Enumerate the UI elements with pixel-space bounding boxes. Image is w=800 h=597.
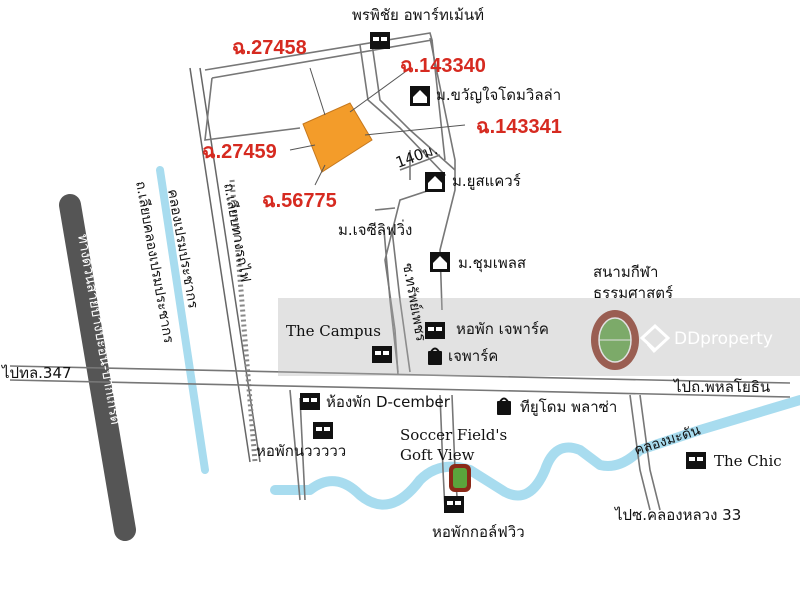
label-pornpichai: พรพิชัย อพาร์ทเม้นท์ — [352, 6, 484, 24]
label-soccer-1: Soccer Field's — [400, 426, 507, 444]
watermark-logo-icon — [639, 323, 671, 353]
watermark-text: DDproperty — [674, 329, 773, 349]
hotel-icon — [370, 32, 390, 49]
hotel-icon — [686, 452, 706, 469]
hotel-icon — [300, 393, 320, 410]
label-yudome: ทียูโดม พลาซ่า — [520, 398, 617, 416]
label-thechic: The Chic — [714, 452, 782, 470]
label-nawawa: หอพักนววววว — [256, 442, 346, 460]
soccer-field-icon — [449, 464, 471, 492]
hotel-icon — [372, 346, 392, 363]
label-soccer-2: Goft View — [400, 446, 475, 464]
shopping-bag-icon — [497, 397, 511, 415]
label-campus: The Campus — [286, 322, 381, 340]
shopping-bag-icon — [428, 347, 442, 365]
label-jpark-dorm: หอพัก เจพาร์ค — [456, 320, 549, 338]
hotel-icon — [313, 422, 333, 439]
label-khwanjai: ม.ขวัญใจโดมวิลล่า — [436, 86, 561, 104]
shopping-bag-icons — [428, 347, 511, 415]
hotel-icon — [444, 496, 464, 513]
parcel-143341: ฉ.143341 — [476, 116, 562, 138]
parcel-27459: ฉ.27459 — [202, 141, 277, 163]
label-jsliving: ม.เจซีลิฟวิ่ง — [338, 219, 412, 239]
label-stadium-1: สนามกีฬา — [593, 263, 658, 281]
label-jpark: เจพาร์ค — [448, 347, 498, 365]
label-yusquare: ม.ยูสแควร์ — [452, 172, 521, 190]
label-to-phahon: ไปถ.พหลโยธิน — [673, 378, 770, 396]
label-to-347: ไปทล.347 — [1, 364, 72, 382]
building-icons — [300, 32, 706, 513]
khlong-prem-canal — [156, 166, 209, 474]
house-icons — [410, 86, 450, 272]
north-roads — [204, 32, 456, 376]
main-road — [9, 365, 791, 398]
railway-road — [189, 67, 261, 463]
label-chumpalace: ม.ชุมเพลส — [458, 254, 526, 273]
label-golfview: หอพักกอล์ฟวิว — [432, 523, 525, 541]
label-stadium-2: ธรรมศาสตร์ — [593, 284, 673, 302]
land-parcel — [302, 102, 373, 173]
stadium-icon — [591, 310, 639, 370]
parcel-27458: ฉ.27458 — [232, 37, 307, 59]
house-icon — [410, 86, 430, 106]
khlong-maduea-canal — [270, 395, 800, 510]
label-khlong-luang: ไปซ.คลองหลวง 33 — [614, 506, 741, 524]
house-icon — [430, 252, 450, 272]
hotel-icon — [425, 322, 445, 339]
watermark-band — [278, 298, 800, 376]
label-dcember: ห้องพัก D-cember — [326, 393, 451, 411]
parcel-leader-lines — [289, 67, 466, 186]
parcel-143340: ฉ.143340 — [400, 55, 486, 77]
house-icon — [425, 172, 445, 192]
parcel-56775: ฉ.56775 — [262, 190, 337, 212]
